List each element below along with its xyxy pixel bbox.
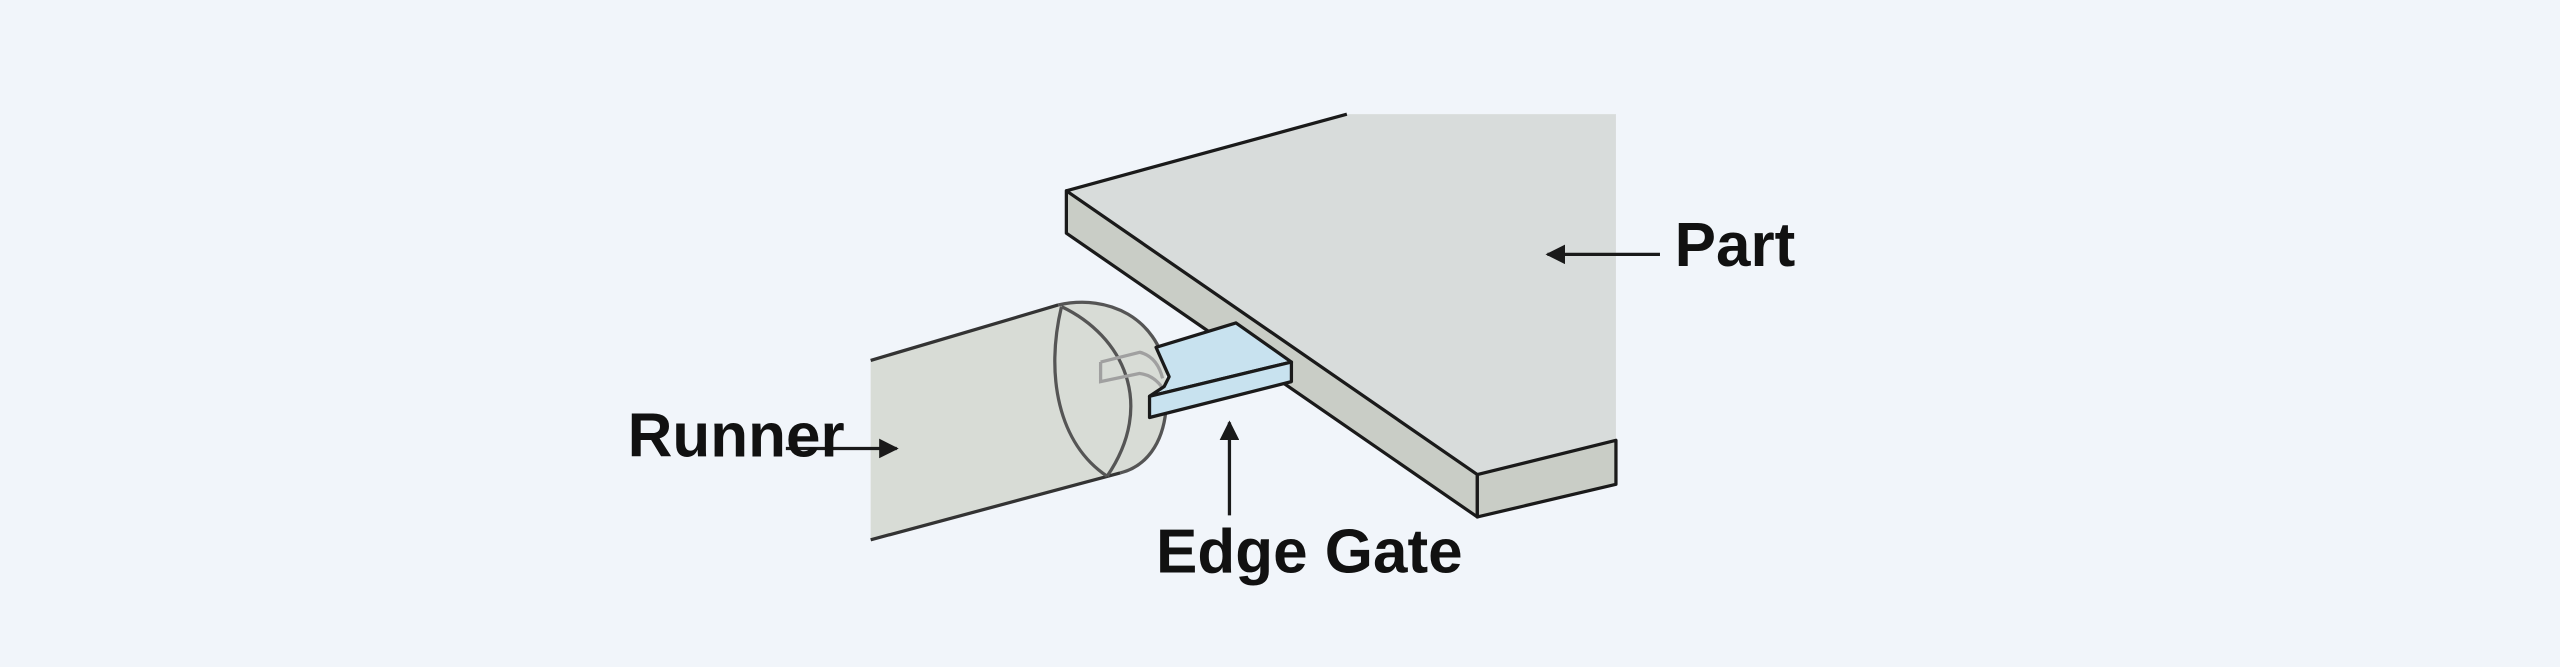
part-end-face — [1475, 438, 1618, 519]
runner-body — [870, 302, 1166, 540]
runner-section-left — [1053, 306, 1109, 478]
runner-label: Runner — [628, 402, 845, 471]
runner-top-edge — [870, 303, 1059, 362]
runner — [870, 300, 1168, 542]
runner-hidden-gate — [1098, 350, 1165, 390]
runner-callout: Runner — [628, 402, 899, 471]
part-callout: Part — [1545, 211, 1796, 280]
part-back-edge — [1065, 112, 1348, 193]
edge-gate-front — [1147, 360, 1294, 420]
edge-gate — [1147, 321, 1294, 420]
edge-gate-label: Edge Gate — [1156, 517, 1463, 586]
runner-bottom-edge — [870, 471, 1121, 542]
part-label: Part — [1675, 211, 1796, 280]
edge-gate-callout: Edge Gate — [1156, 420, 1463, 586]
part-top-face — [1066, 114, 1616, 475]
